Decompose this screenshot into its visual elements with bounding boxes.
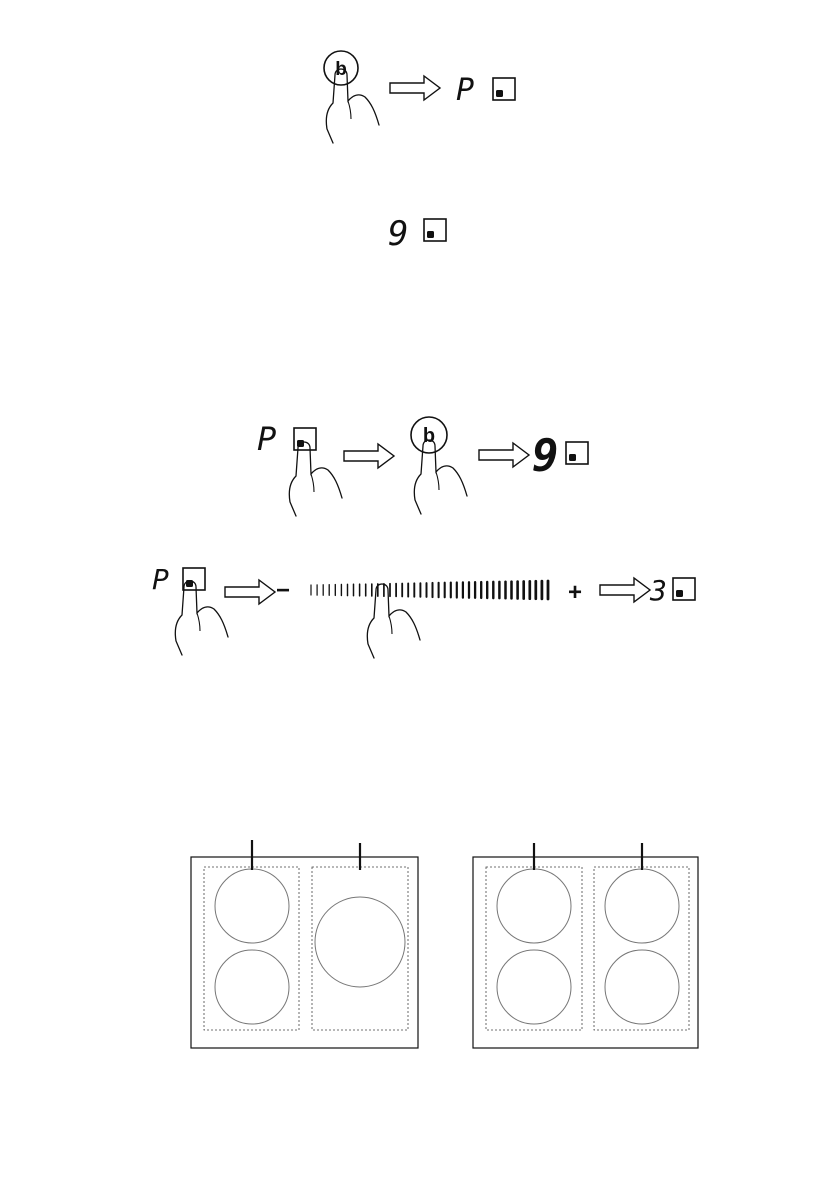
display-char-p: P	[152, 563, 169, 596]
zone-indicator-icon[interactable]	[183, 568, 205, 590]
arrow-right-icon	[225, 580, 275, 604]
zone-indicator-icon	[566, 442, 588, 464]
power-button-glyph: b	[423, 425, 435, 447]
minus-label: −	[276, 577, 290, 604]
hand-pointer-icon	[367, 584, 420, 658]
hand-pointer-icon	[175, 581, 228, 655]
hand-pointer-icon	[289, 442, 342, 516]
hob-layout-right	[473, 843, 698, 1048]
display-char-p: P	[257, 420, 276, 458]
hand-pointer-icon	[414, 440, 467, 514]
step1-group: b P	[324, 51, 515, 143]
plus-label: +	[568, 579, 582, 606]
zone-indicator-icon	[673, 578, 695, 600]
display-char-p: P	[456, 73, 474, 108]
step2-group: 9	[388, 214, 446, 254]
arrow-right-icon	[479, 443, 529, 467]
arrow-right-icon	[344, 444, 394, 468]
zone-indicator-icon[interactable]	[294, 428, 316, 450]
zone-indicator-icon	[424, 219, 446, 241]
hob-outline	[473, 857, 698, 1048]
hob-outline	[191, 857, 418, 1048]
arrow-right-icon	[600, 578, 650, 602]
display-char-3: 3	[649, 574, 667, 607]
power-button-icon[interactable]: b	[324, 51, 358, 85]
display-char-9: 9	[388, 214, 408, 254]
power-button-icon[interactable]: b	[411, 417, 447, 453]
zone-indicator-icon	[493, 78, 515, 100]
display-char-9: 9	[532, 431, 559, 482]
arrow-right-icon	[390, 76, 440, 100]
power-slider[interactable]	[311, 581, 548, 599]
step4-group: P − + 3	[152, 563, 695, 658]
step3-group: P b 9	[257, 417, 588, 516]
hob-layout-left	[191, 840, 418, 1048]
